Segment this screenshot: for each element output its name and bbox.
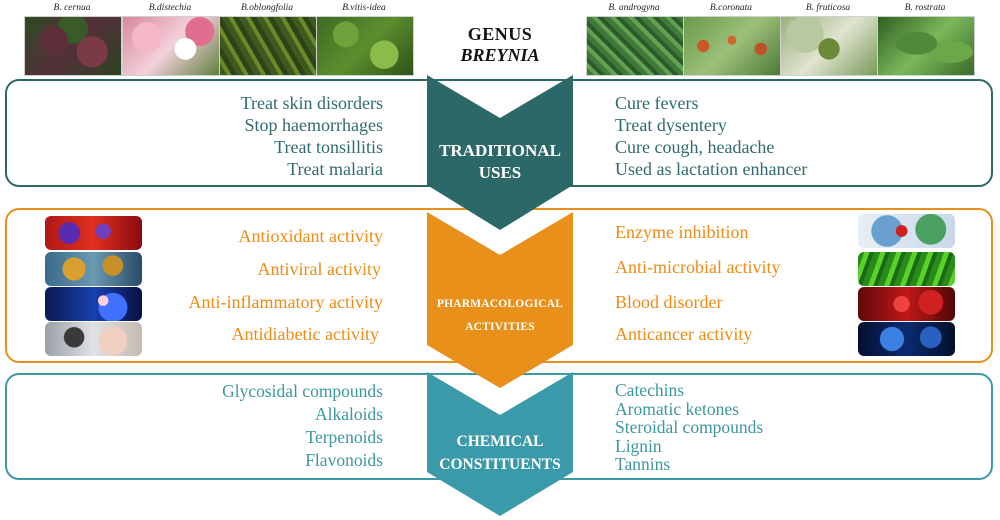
pharmacological-label-line2: ACTIVITIES bbox=[465, 321, 535, 333]
genus-title: GENUS BREYNIA bbox=[440, 24, 560, 66]
list-item: Stop haemorrhages bbox=[244, 115, 383, 135]
genus-title-line1: GENUS bbox=[467, 24, 533, 44]
list-item: Antioxidant activity bbox=[238, 226, 383, 246]
blood-disorder-thumbnail bbox=[858, 287, 955, 321]
list-item: Terpenoids bbox=[305, 427, 383, 447]
pharmacological-chevron bbox=[427, 212, 573, 388]
traditional-label-line1: TRADITIONAL bbox=[439, 141, 561, 160]
list-item: Lignin bbox=[615, 435, 662, 456]
anticancer-thumbnail bbox=[858, 322, 955, 356]
list-item: Cure fevers bbox=[615, 93, 699, 113]
list-item: Anti-inflammatory activity bbox=[188, 292, 383, 312]
anti-microbial-thumbnail bbox=[858, 252, 955, 286]
antioxidant-thumbnail bbox=[45, 216, 142, 250]
plant-photo-androgyna bbox=[586, 16, 684, 76]
species-label-fruticosa: B. fruticosa bbox=[805, 3, 851, 13]
species-label-cernua: B. cernua bbox=[53, 3, 91, 13]
traditional-chevron bbox=[427, 75, 573, 230]
plant-photo-cernua bbox=[24, 16, 122, 76]
list-item: Antidiabetic activity bbox=[231, 324, 379, 344]
list-item: Aromatic ketones bbox=[615, 398, 739, 419]
list-item: Anticancer activity bbox=[615, 324, 753, 344]
chemical-label-line1: CHEMICAL bbox=[456, 433, 544, 450]
genus-title-line2: BREYNIA bbox=[460, 45, 540, 65]
list-item: Treat malaria bbox=[287, 159, 383, 179]
list-item: Tannins bbox=[615, 454, 671, 474]
plant-photo-fruticosa bbox=[780, 16, 878, 76]
species-label-coronata: B.coronata bbox=[709, 3, 753, 13]
species-label-distechia: B.distechia bbox=[148, 3, 192, 13]
plant-photo-vitis-idea bbox=[316, 16, 414, 76]
traditional-uses-left-list: Treat skin disorders Stop haemorrhages T… bbox=[241, 92, 383, 180]
list-item: Glycosidal compounds bbox=[222, 381, 383, 401]
chemical-constituents-left-list: Glycosidal compounds Alkaloids Terpenoid… bbox=[222, 380, 383, 472]
traditional-uses-label: TRADITIONAL USES bbox=[425, 140, 575, 184]
species-label-vitis-idea: B.vitis-idea bbox=[342, 3, 386, 13]
enzyme-inhibition-thumbnail bbox=[858, 214, 955, 248]
list-item: Steroidal compounds bbox=[615, 417, 764, 437]
pharmacological-label-line1: PHARMACOLOGICAL bbox=[436, 298, 564, 310]
list-item: Catechins bbox=[615, 380, 685, 400]
species-label-rostrata: B. rostrata bbox=[904, 3, 946, 13]
chemical-constituents-right-list: Catechins Aromatic ketones Steroidal com… bbox=[615, 381, 763, 474]
antidiabetic-thumbnail bbox=[45, 322, 142, 356]
chemical-label-line2: CONSTITUENTS bbox=[439, 456, 561, 473]
list-item: Treat dysentery bbox=[615, 115, 727, 135]
list-item: Flavonoids bbox=[305, 450, 383, 470]
plant-photo-rostrata bbox=[877, 16, 975, 76]
pharmacological-label: PHARMACOLOGICAL ACTIVITIES bbox=[420, 293, 580, 339]
species-label-androgyna: B. androgyna bbox=[608, 3, 660, 13]
list-item: Cure cough, headache bbox=[615, 137, 775, 157]
list-item: Anti-microbial activity bbox=[615, 257, 781, 277]
chemical-chevron bbox=[427, 372, 573, 516]
list-item: Used as lactation enhancer bbox=[615, 159, 808, 179]
list-item: Treat tonsillitis bbox=[274, 137, 383, 157]
list-item: Treat skin disorders bbox=[240, 93, 383, 113]
antiviral-thumbnail bbox=[45, 252, 142, 286]
plant-photo-oblongfolia bbox=[219, 16, 317, 76]
list-item: Antiviral activity bbox=[257, 259, 381, 279]
traditional-label-line2: USES bbox=[478, 163, 522, 182]
chemical-constituents-label: CHEMICAL CONSTITUENTS bbox=[430, 430, 570, 476]
plant-photo-coronata bbox=[683, 16, 781, 76]
list-item: Alkaloids bbox=[314, 404, 383, 424]
traditional-uses-right-list: Cure fevers Treat dysentery Cure cough, … bbox=[615, 92, 807, 180]
list-item: Blood disorder bbox=[615, 292, 723, 312]
anti-inflammatory-thumbnail bbox=[45, 287, 142, 321]
plant-photo-distechia bbox=[122, 16, 220, 76]
list-item: Enzyme inhibition bbox=[615, 222, 749, 242]
species-label-oblongfolia: B.oblongfolia bbox=[241, 3, 293, 13]
